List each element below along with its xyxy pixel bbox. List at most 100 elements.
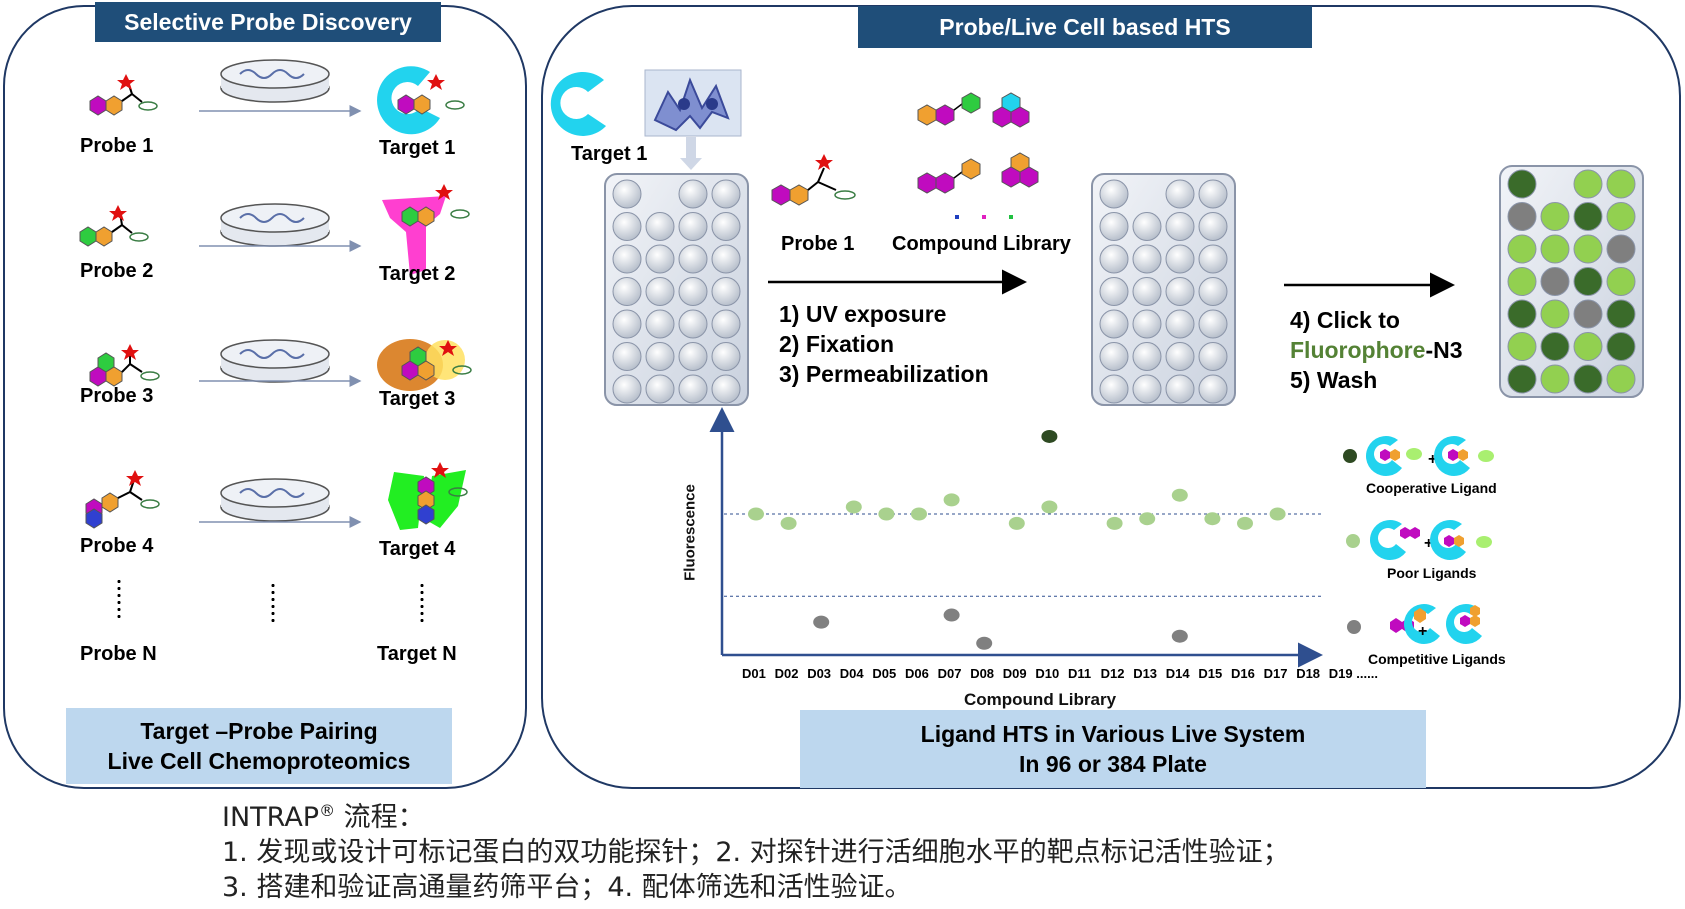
plate-well <box>1507 299 1537 329</box>
plate-well <box>1099 244 1129 274</box>
plate-well <box>1540 267 1570 296</box>
plate-well <box>1099 342 1129 371</box>
x-tick-label: D19 ...... <box>1328 666 1378 681</box>
plate-well <box>612 244 642 274</box>
plate-well <box>1540 332 1570 361</box>
plate-well <box>645 342 675 371</box>
plate-well <box>1099 212 1129 241</box>
data-point-poor <box>1204 512 1221 526</box>
plate-well <box>1132 342 1162 371</box>
x-tick-label: D05 <box>872 666 897 681</box>
x-tick-label: D18 <box>1296 666 1321 681</box>
legend-poor-label: Poor Ligands <box>1387 565 1477 581</box>
step-3: 3) Permeabilization <box>779 361 989 387</box>
plate-well <box>1099 374 1129 404</box>
left-dishes <box>199 59 362 528</box>
plate-well <box>1132 244 1162 274</box>
plate-well <box>1198 342 1228 371</box>
data-point-poor <box>780 516 797 530</box>
plate-well <box>678 342 708 371</box>
dish-row-2 <box>199 203 362 252</box>
plate-well <box>1606 169 1636 199</box>
right-bottom-line2: In 96 or 384 Plate <box>1019 751 1207 777</box>
x-tick-label: D12 <box>1100 666 1125 681</box>
plate-well <box>1198 179 1228 209</box>
plate-3-result <box>1499 165 1644 398</box>
plate-well <box>1165 309 1195 339</box>
plate-well <box>711 179 741 209</box>
left-bottom-line1: Target –Probe Pairing <box>140 718 378 744</box>
x-tick-label: D04 <box>839 666 864 681</box>
data-point-poor <box>845 500 862 514</box>
target-3-label: Target 3 <box>379 388 456 410</box>
data-point-poor <box>1041 500 1058 514</box>
data-point-poor <box>1237 516 1253 530</box>
data-point-competitive <box>943 608 960 622</box>
step-4-fluor-line: Fluorophore-N3 <box>1290 335 1463 365</box>
x-tick-label: D10 <box>1035 666 1060 681</box>
probe-2-label: Probe 2 <box>80 260 154 282</box>
plate-well <box>1132 309 1162 339</box>
plate-well <box>1606 299 1636 329</box>
caption-line-1: INTRAP® 流程： <box>222 795 425 834</box>
probe-1-icon <box>89 74 158 116</box>
step-5: 5) Wash <box>1290 367 1378 393</box>
target-3-icon <box>377 339 472 391</box>
right-probe-label: Probe 1 <box>781 233 855 255</box>
step-4-fluorophore: Fluorophore <box>1290 337 1426 363</box>
svg-text:+: + <box>1418 623 1427 640</box>
plate-well <box>612 277 642 306</box>
plate-well <box>612 179 642 209</box>
x-tick-label: D02 <box>774 666 799 681</box>
plate-well <box>711 244 741 274</box>
compound-library-icons <box>917 92 1039 219</box>
plate-1 <box>604 173 749 406</box>
plate-well <box>1573 234 1603 264</box>
plate-well <box>645 244 675 274</box>
probe-3-icon <box>89 344 160 387</box>
x-tick-label: D16 <box>1231 666 1255 681</box>
plate-well <box>645 212 675 241</box>
plate-well <box>678 179 708 209</box>
plate-well <box>1507 234 1537 264</box>
plate-2 <box>1091 173 1236 406</box>
data-point-poor <box>1269 507 1286 521</box>
data-point-poor <box>1139 512 1156 526</box>
data-point-cooperative <box>1041 429 1058 443</box>
plate-well <box>1099 309 1129 339</box>
caption-registered-mark: ® <box>319 801 336 820</box>
probe-1-label: Probe 1 <box>80 135 154 157</box>
svg-text:+: + <box>1428 451 1437 468</box>
data-point-poor <box>878 507 895 521</box>
plate-well <box>612 374 642 404</box>
x-tick-label: D09 <box>1002 666 1027 681</box>
caption-line-2: 1. 发现或设计可标记蛋白的双功能探针；2. 对探针进行活细胞水平的靶点标记活性… <box>222 837 1290 868</box>
probe-4-label: Probe 4 <box>80 535 154 557</box>
plate-well <box>1606 267 1636 296</box>
target-shapes <box>377 66 472 530</box>
plate-well <box>1540 299 1570 329</box>
plate-well <box>1165 342 1195 371</box>
probe-2-icon <box>79 205 149 247</box>
x-tick-label: D06 <box>905 666 929 681</box>
cells-down-arrow <box>680 137 702 170</box>
x-axis-label: Compound Library <box>964 690 1117 709</box>
plate-well <box>1573 267 1603 296</box>
caption-line-3: 3. 搭建和验证高通量药筛平台；4. 配体筛选和活性验证。 <box>222 872 912 903</box>
svg-text:+: + <box>1424 535 1433 552</box>
plate-well <box>612 309 642 339</box>
plate-well <box>1132 374 1162 404</box>
x-tick-label: D13 <box>1133 666 1158 681</box>
dish-row-3 <box>199 339 362 387</box>
plate-well <box>1198 374 1228 404</box>
plate-well <box>1165 212 1195 241</box>
target-1-label: Target 1 <box>379 137 456 159</box>
data-point-poor <box>748 507 764 521</box>
data-point-poor <box>943 493 960 507</box>
plate-well <box>612 342 642 371</box>
plate-well <box>1099 277 1129 306</box>
plate-well <box>1573 169 1603 199</box>
ellipsis-probe <box>117 578 121 620</box>
plate-well <box>1540 202 1570 231</box>
